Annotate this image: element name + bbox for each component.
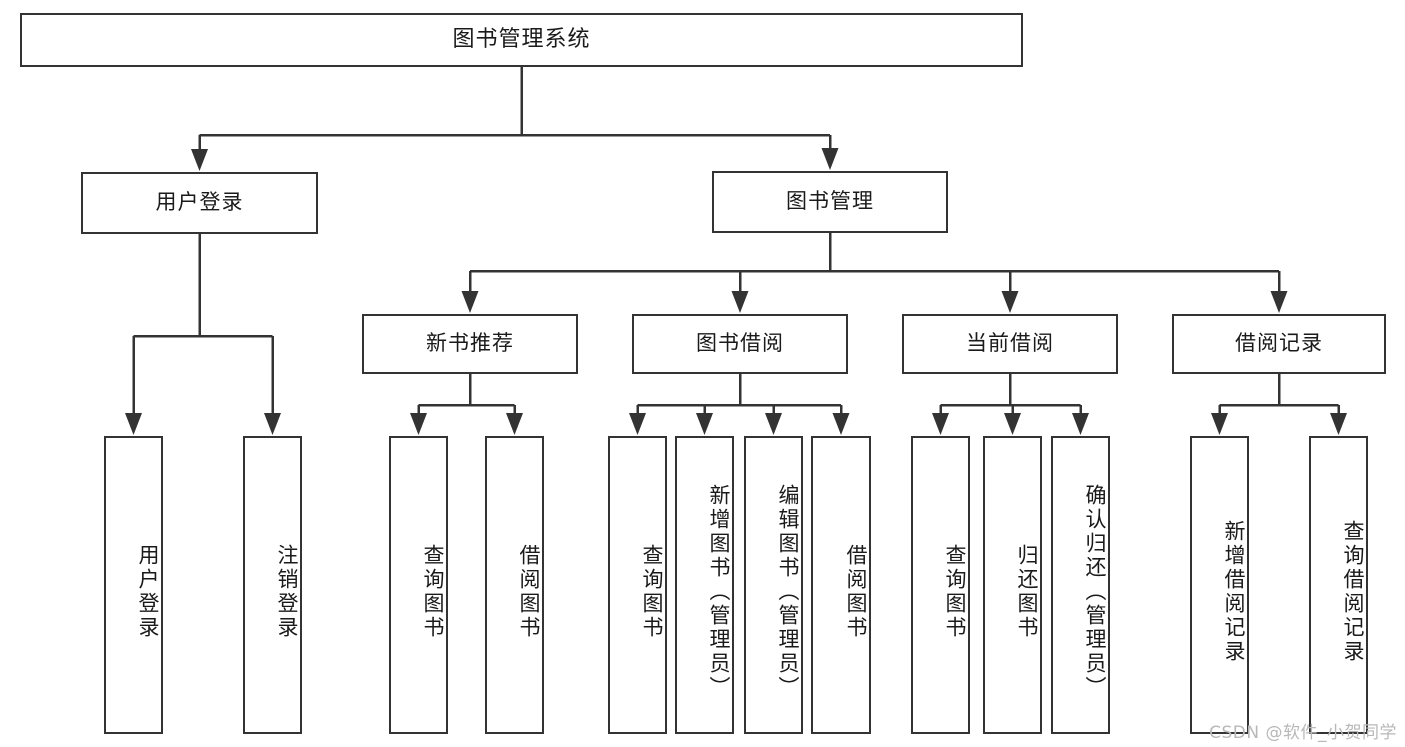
node-user-login[interactable]: 用户登录 (81, 172, 318, 234)
node-label: 编辑图书（管理员） (776, 484, 800, 700)
node-label: 借阅图书 (844, 544, 868, 640)
arrow-head-icon (1004, 413, 1021, 435)
arrow-head-icon (629, 413, 646, 435)
node-leaf-add-record[interactable]: 新增借阅记录 (1190, 436, 1249, 734)
node-label: 归还图书 (1015, 544, 1039, 640)
node-label: 查询借阅记录 (1341, 520, 1365, 664)
node-label: 图书借阅 (696, 331, 784, 356)
node-root[interactable]: 图书管理系统 (20, 13, 1023, 67)
arrow-head-icon (264, 413, 281, 435)
node-book-admin[interactable]: 图书管理 (712, 171, 948, 233)
node-label: 图书管理 (786, 189, 874, 214)
node-label: 注销登录 (275, 544, 299, 640)
arrow-head-icon (1270, 291, 1288, 313)
node-leaf-query-book-2[interactable]: 查询图书 (608, 436, 667, 734)
arrow-head-icon (765, 413, 782, 435)
node-leaf-query-book-3[interactable]: 查询图书 (911, 436, 970, 734)
node-label: 借阅图书 (517, 544, 541, 640)
node-borrow-record[interactable]: 借阅记录 (1172, 314, 1386, 374)
node-book-borrow[interactable]: 图书借阅 (632, 314, 848, 374)
node-label: 用户登录 (155, 190, 244, 215)
arrow-head-icon (461, 291, 479, 313)
node-new-book-rec[interactable]: 新书推荐 (362, 314, 578, 374)
node-label: 查询图书 (421, 544, 445, 640)
node-leaf-confirm-return[interactable]: 确认归还（管理员） (1051, 436, 1110, 734)
arrow-head-icon (191, 149, 208, 171)
node-label: 用户登录 (136, 544, 160, 640)
arrow-head-icon (1211, 413, 1228, 435)
arrow-head-icon (1001, 291, 1019, 313)
arrow-head-icon (832, 413, 850, 435)
arrow-head-icon (1330, 413, 1347, 435)
node-label: 确认归还（管理员） (1083, 484, 1107, 700)
node-label: 新增图书（管理员） (707, 484, 731, 700)
arrow-head-icon (1072, 413, 1089, 435)
arrow-head-icon (696, 413, 713, 435)
node-current-borrow[interactable]: 当前借阅 (902, 314, 1118, 374)
node-leaf-return-book[interactable]: 归还图书 (983, 436, 1042, 734)
arrow-head-icon (410, 413, 427, 435)
node-leaf-logout[interactable]: 注销登录 (243, 436, 302, 734)
node-label: 查询图书 (640, 544, 664, 640)
node-leaf-borrow-book-1[interactable]: 借阅图书 (485, 436, 544, 734)
node-leaf-add-book[interactable]: 新增图书（管理员） (675, 436, 734, 734)
node-label: 新增借阅记录 (1222, 520, 1246, 664)
node-label: 图书管理系统 (452, 26, 591, 52)
node-label: 查询图书 (943, 544, 967, 640)
arrow-head-icon (125, 413, 142, 435)
arrow-head-icon (821, 148, 839, 170)
arrow-head-icon (731, 291, 749, 313)
node-leaf-query-book-1[interactable]: 查询图书 (389, 436, 448, 734)
arrow-head-icon (506, 413, 523, 435)
node-leaf-query-record[interactable]: 查询借阅记录 (1309, 436, 1368, 734)
arrow-head-icon (932, 413, 949, 435)
node-label: 新书推荐 (426, 331, 514, 356)
node-leaf-user-login[interactable]: 用户登录 (104, 436, 163, 734)
node-leaf-borrow-book-2[interactable]: 借阅图书 (811, 436, 871, 734)
node-label: 当前借阅 (966, 331, 1054, 356)
node-label: 借阅记录 (1235, 331, 1323, 356)
node-leaf-edit-book[interactable]: 编辑图书（管理员） (744, 436, 803, 734)
